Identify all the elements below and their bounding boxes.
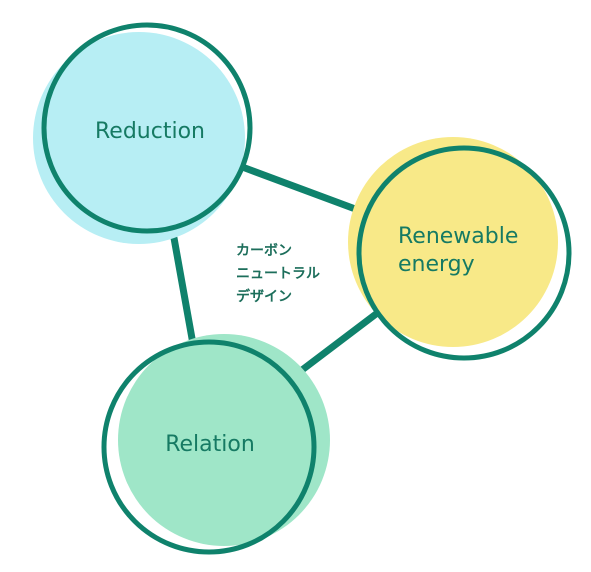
node-reduction-outline [41,22,253,234]
node-renewable-outline [356,145,572,361]
node-relation: Relation [101,334,330,555]
node-relation-outline [101,339,317,555]
connector-reduction-renewable [241,164,362,214]
node-reduction: Reduction [33,22,253,244]
node-reduction-label: Reduction [95,119,205,144]
center-text-line1: カーボン [236,243,292,259]
node-renewable-fill [348,137,558,347]
connector-renewable-relation [298,310,380,374]
center-text: カーボン ニュートラル デザイン [236,243,320,305]
node-relation-fill [118,334,330,546]
connector-reduction-relation [170,234,197,348]
center-text-line3: デザイン [236,288,292,305]
node-relation-label: Relation [165,432,255,457]
node-renewable-energy: Renewable energy [348,137,572,361]
node-renewable-label-line1: Renewable [398,224,518,249]
node-reduction-fill [33,32,245,244]
node-renewable-label-line2: energy [398,252,475,277]
center-text-line2: ニュートラル [236,266,320,282]
